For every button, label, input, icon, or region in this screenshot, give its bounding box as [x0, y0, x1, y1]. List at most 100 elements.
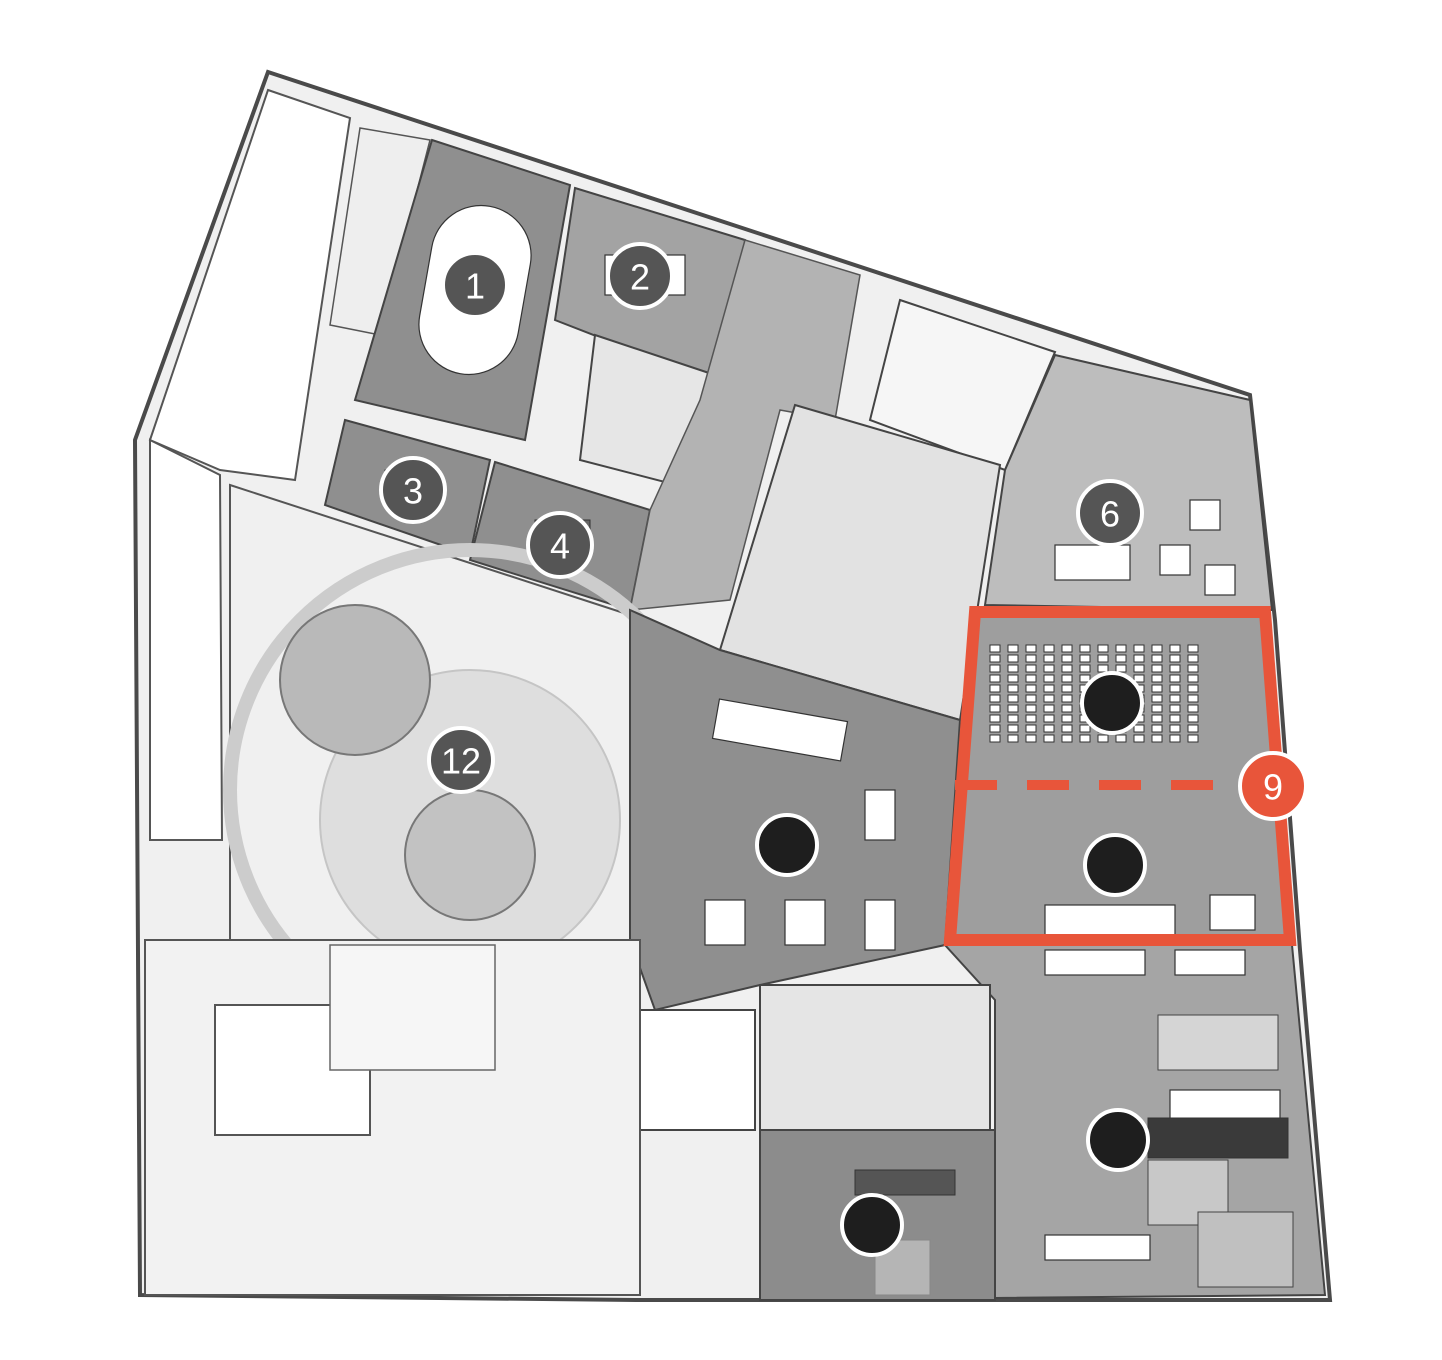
seat — [1115, 664, 1127, 673]
cafe-tables — [704, 698, 896, 951]
seat — [1151, 704, 1163, 713]
seat — [989, 694, 1001, 703]
seat — [1133, 654, 1145, 663]
seat — [1043, 714, 1055, 723]
seat — [1007, 684, 1019, 693]
seat — [989, 664, 1001, 673]
seat — [989, 714, 1001, 723]
seat — [1187, 684, 1199, 693]
seat — [1043, 664, 1055, 673]
seat — [1007, 694, 1019, 703]
seat — [1007, 674, 1019, 683]
seat — [989, 704, 1001, 713]
marker-room-2[interactable]: 2 — [606, 242, 674, 310]
lifts-core — [759, 984, 991, 1131]
seat — [1187, 664, 1199, 673]
seat — [1025, 734, 1037, 743]
seat — [1043, 704, 1055, 713]
central-corridor — [629, 239, 861, 611]
marker-auditorium[interactable] — [1080, 671, 1144, 735]
seat — [1007, 654, 1019, 663]
seat — [1025, 664, 1037, 673]
seat — [1061, 704, 1073, 713]
seat — [1079, 644, 1091, 653]
seat — [1169, 654, 1181, 663]
seat — [1097, 734, 1109, 743]
seat — [1025, 684, 1037, 693]
seat — [1007, 734, 1019, 743]
planter-1 — [279, 604, 431, 756]
seat — [989, 734, 1001, 743]
seat — [1151, 654, 1163, 663]
seat — [1025, 674, 1037, 683]
seat — [1043, 674, 1055, 683]
west-corridor — [149, 438, 224, 841]
seat — [1079, 674, 1091, 683]
marker-lounge-9[interactable] — [1083, 833, 1147, 897]
seat — [1169, 664, 1181, 673]
marker-room-3[interactable]: 3 — [379, 456, 447, 524]
seat — [1187, 694, 1199, 703]
seat — [1151, 694, 1163, 703]
seat — [1007, 644, 1019, 653]
seat — [989, 724, 1001, 733]
seat — [1079, 664, 1091, 673]
seat — [1025, 694, 1037, 703]
seat — [1025, 644, 1037, 653]
marker-room-4[interactable]: 4 — [526, 511, 594, 579]
seat — [1061, 684, 1073, 693]
seat — [1061, 664, 1073, 673]
marker-room-1[interactable]: 1 — [441, 251, 509, 319]
seat — [1043, 734, 1055, 743]
seat — [1079, 724, 1091, 733]
seat — [1133, 674, 1145, 683]
marker-label: 6 — [1100, 494, 1120, 535]
marker-label: 1 — [465, 266, 485, 307]
marker-label: 4 — [550, 526, 570, 567]
seat — [1115, 654, 1127, 663]
marker-room-6[interactable]: 6 — [1076, 479, 1144, 547]
seat — [1061, 674, 1073, 683]
seat — [1151, 644, 1163, 653]
seat — [1061, 654, 1073, 663]
seat — [1151, 684, 1163, 693]
lobby-desk — [854, 1169, 956, 1196]
seat — [989, 684, 1001, 693]
seat — [1025, 704, 1037, 713]
marker-label: 9 — [1263, 767, 1283, 808]
seat — [1133, 724, 1145, 733]
seat — [1187, 704, 1199, 713]
marker-cafe[interactable] — [755, 813, 819, 877]
north-stair-band — [148, 88, 352, 482]
seat — [1061, 714, 1073, 723]
planter-2 — [404, 789, 536, 921]
seat — [1007, 664, 1019, 673]
seat — [1187, 674, 1199, 683]
seat — [1169, 724, 1181, 733]
marker-room-12[interactable]: 12 — [427, 726, 495, 794]
south-west-inner — [329, 944, 496, 1071]
seat — [1169, 734, 1181, 743]
seat — [1169, 704, 1181, 713]
seat — [1133, 644, 1145, 653]
seat — [1097, 644, 1109, 653]
marker-label: 2 — [630, 257, 650, 298]
seat — [1115, 734, 1127, 743]
seat — [1187, 644, 1199, 653]
east-workspace-furniture — [1044, 894, 1294, 1288]
seat — [1097, 654, 1109, 663]
room-9 — [950, 612, 1290, 940]
marker-room-9[interactable]: 9 — [1238, 751, 1308, 821]
seat — [1151, 714, 1163, 723]
seat — [1151, 724, 1163, 733]
seat — [1043, 654, 1055, 663]
marker-workspace[interactable] — [1086, 1108, 1150, 1172]
seat — [1169, 644, 1181, 653]
seat — [1115, 644, 1127, 653]
seat — [989, 674, 1001, 683]
seat — [1025, 714, 1037, 723]
marker-lobby[interactable] — [840, 1193, 904, 1257]
seat — [1025, 724, 1037, 733]
seat — [1007, 704, 1019, 713]
